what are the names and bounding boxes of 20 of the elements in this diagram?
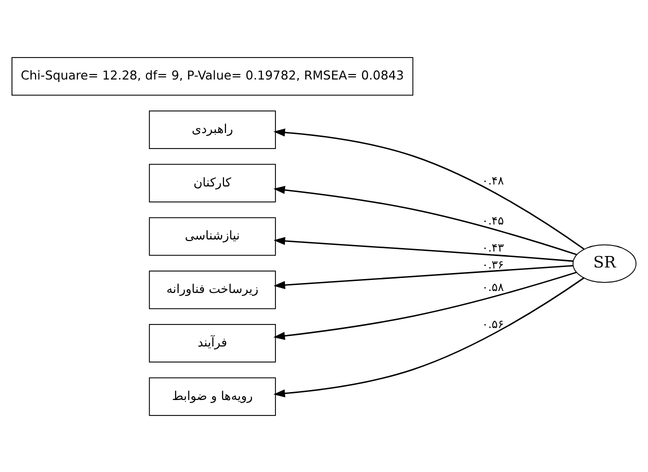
arrow	[274, 236, 574, 262]
node-box: زیرساخت فناورانه	[148, 270, 276, 309]
arrow	[273, 128, 584, 250]
node-box: فرآیند	[148, 324, 276, 362]
arrow	[273, 185, 578, 255]
node-box: نیازشناسی	[148, 216, 276, 256]
arrow	[274, 264, 574, 289]
arrow	[273, 276, 584, 397]
edge-label: ۰.۳۶	[482, 256, 504, 271]
edge-label: ۰.۴۵	[482, 213, 504, 228]
node-box: Chi-Square= 12.28, df= 9, P-Value= 0.19782, RMSEA= 0.0843	[12, 56, 414, 96]
edge-label: ۰.۵۶	[482, 316, 504, 330]
arrow	[273, 271, 577, 340]
node-box: کارکنان	[148, 163, 276, 202]
node-box: راهبردی	[148, 110, 276, 148]
edge-label: ۰.۵۸	[482, 280, 504, 294]
node-ellipse: SR	[572, 244, 636, 282]
node-box: رویه‌ها و ضوابط	[148, 376, 276, 416]
edge-label: ۰.۴۳	[482, 240, 504, 254]
edge-label: ۰.۴۸	[482, 172, 504, 187]
